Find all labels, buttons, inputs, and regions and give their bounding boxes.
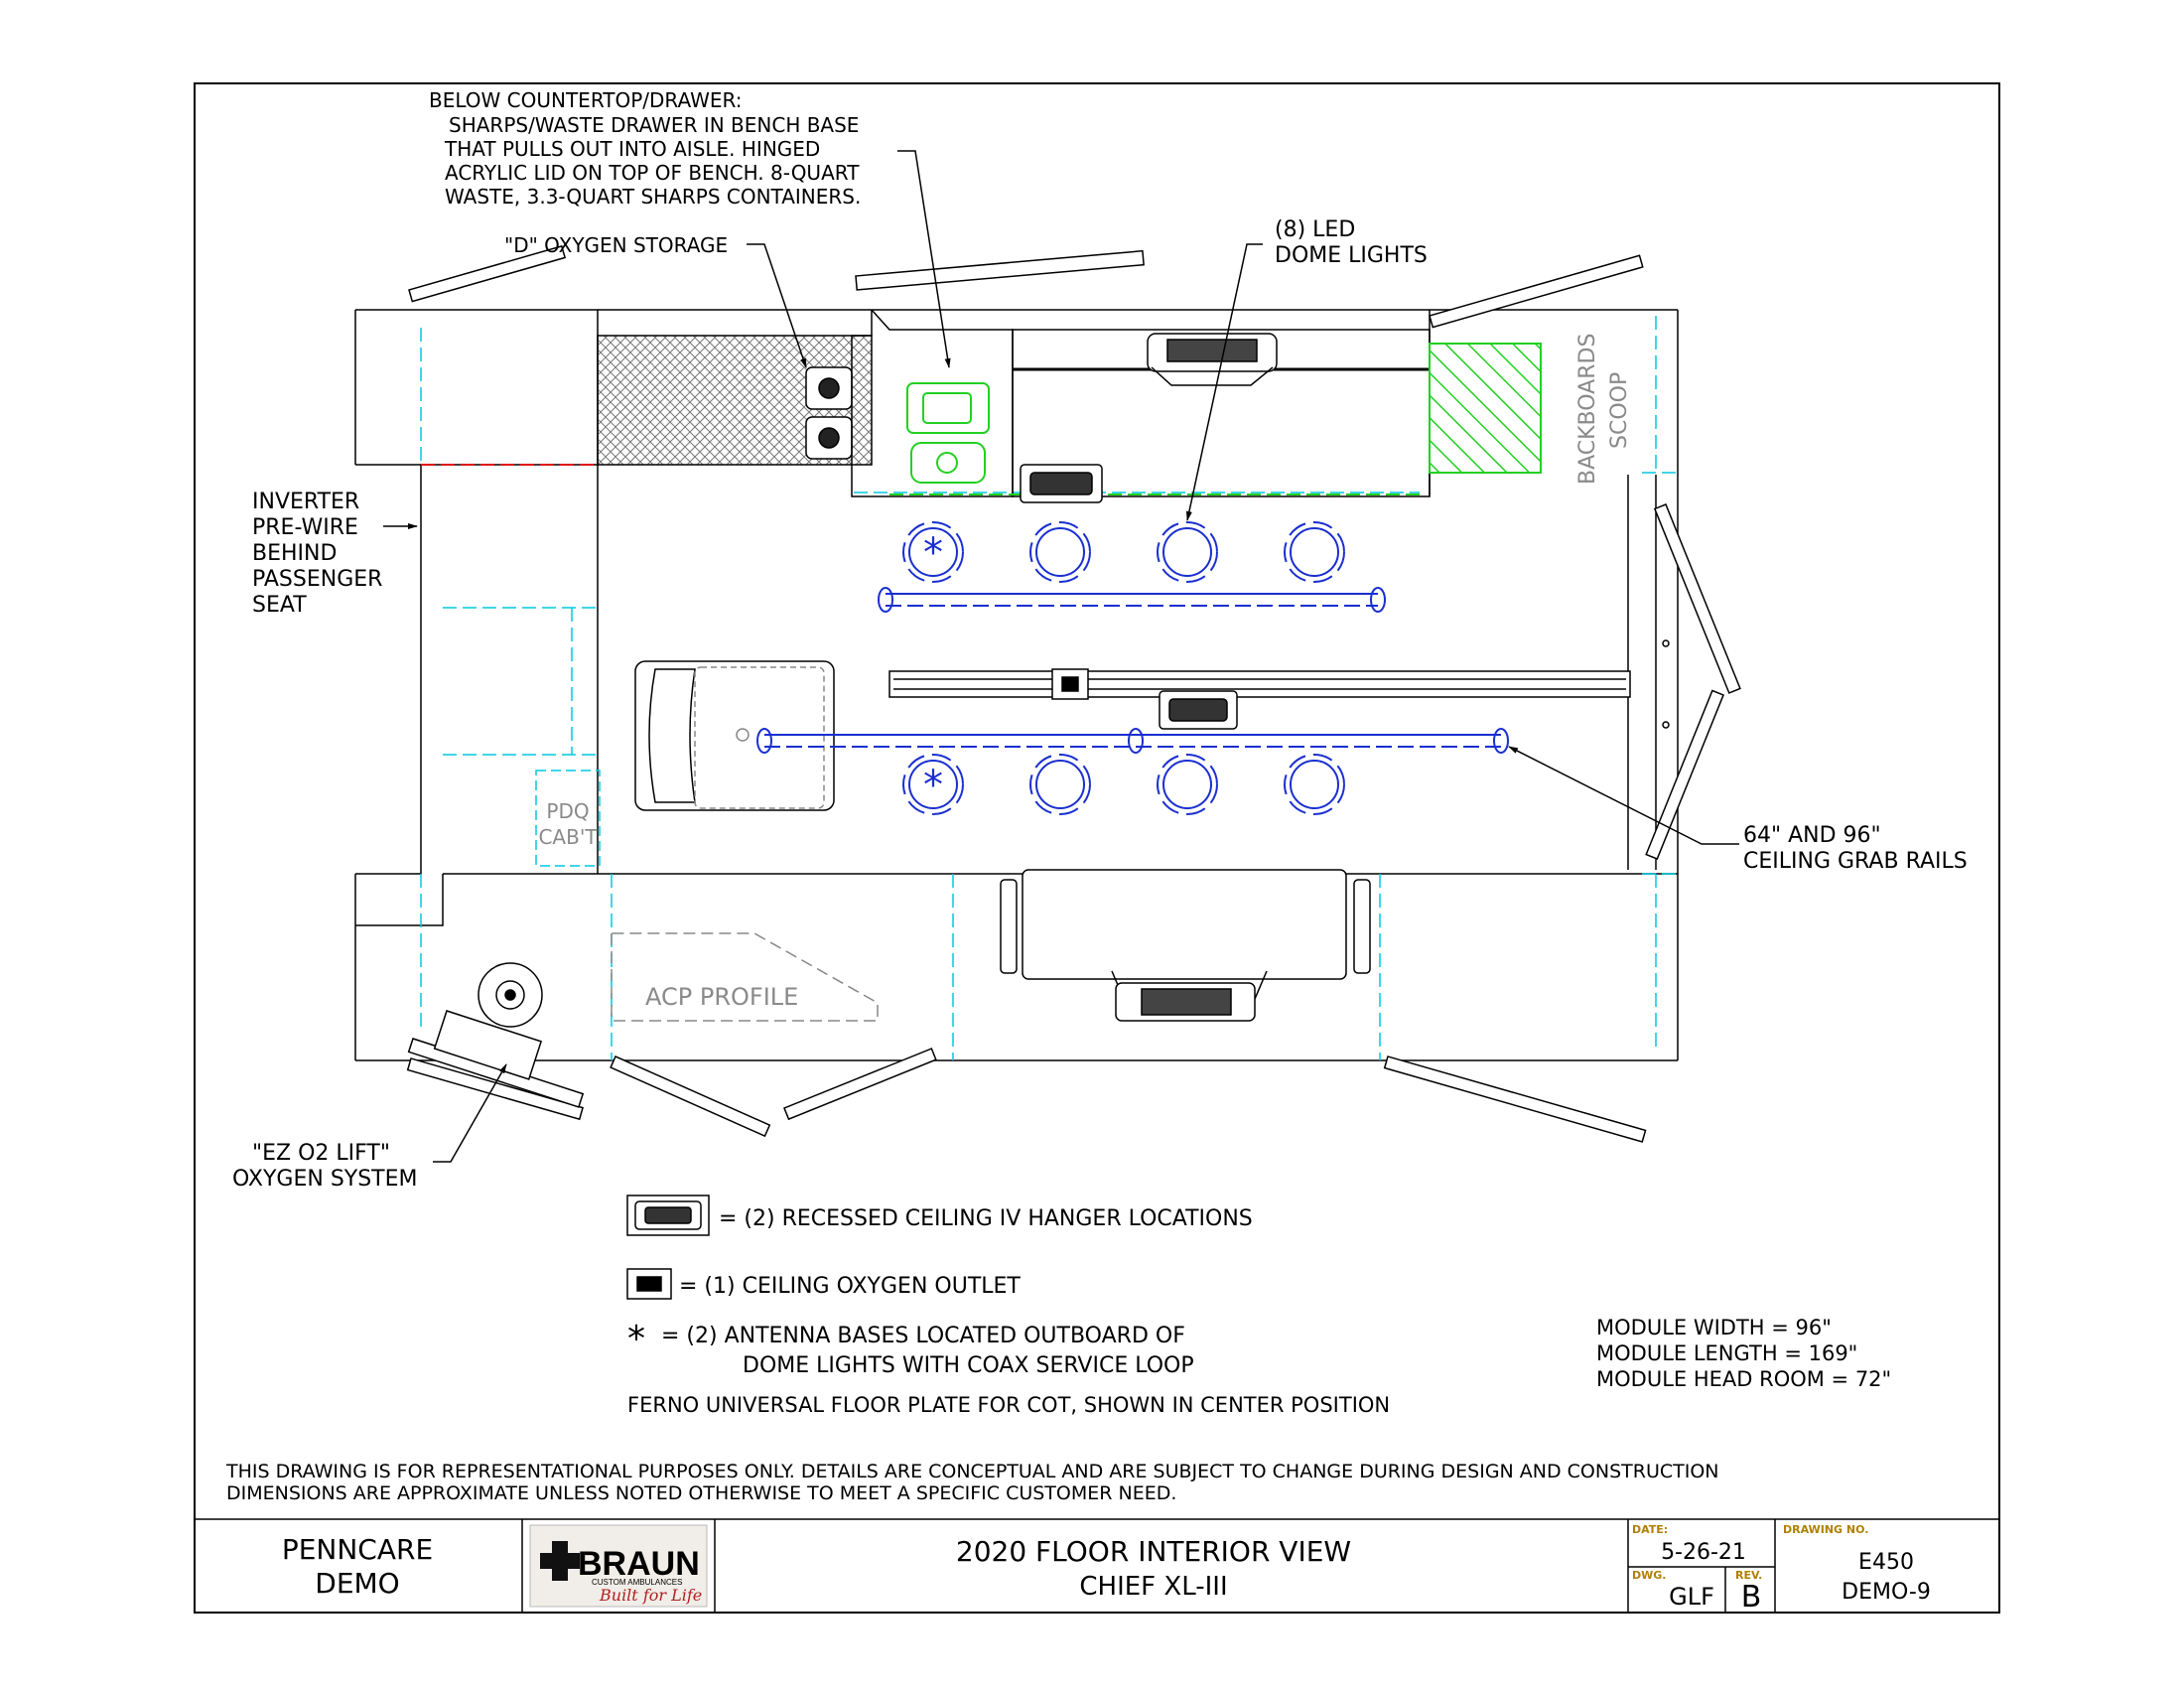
backboards-label: BACKBOARDS [1575, 334, 1600, 485]
rev-label: REV. [1735, 1569, 1762, 1582]
date-value: 5-26-21 [1661, 1540, 1746, 1565]
svg-text:PASSENGER: PASSENGER [252, 567, 382, 592]
dome-lights-label-2: DOME LIGHTS [1275, 243, 1428, 268]
drawing-no-2: DEMO-9 [1842, 1580, 1931, 1605]
svg-text:ACRYLIC LID ON TOP OF BENCH. 8: ACRYLIC LID ON TOP OF BENCH. 8-QUART [445, 161, 860, 185]
svg-text:SEAT: SEAT [252, 593, 307, 618]
pdq-label-2: CAB'T [538, 825, 598, 849]
acp-profile [611, 932, 879, 1022]
legend-antenna-1: = (2) ANTENNA BASES LOCATED OUTBOARD OF [661, 1324, 1185, 1348]
dwg-value: GLF [1669, 1583, 1714, 1611]
grab-rails [756, 587, 1509, 754]
title-block [195, 1518, 1999, 1613]
logo-text: BRAUN [578, 1545, 700, 1583]
svg-text:SHARPS/WASTE DRAWER IN BENCH B: SHARPS/WASTE DRAWER IN BENCH BASE [449, 113, 859, 137]
drawing-title-2: CHIEF XL-III [1079, 1572, 1227, 1602]
svg-text:WASTE, 3.3-QUART SHARPS CONTAI: WASTE, 3.3-QUART SHARPS CONTAINERS. [445, 185, 861, 209]
captain-seat-bottom [1000, 869, 1371, 1022]
pdq-cabinet [535, 770, 601, 867]
drawing-no-label: DRAWING NO. [1783, 1523, 1868, 1536]
drawing-no-1: E450 [1858, 1550, 1914, 1575]
module-outline [354, 309, 1679, 1061]
ez-o2-lift [407, 962, 585, 1108]
dome-lights-label-1: (8) LED [1275, 217, 1355, 242]
legend-ferno: FERNO UNIVERSAL FLOOR PLATE FOR COT, SHO… [627, 1393, 1390, 1417]
grab-rails-label-1: 64" AND 96" [1743, 823, 1881, 848]
legend-iv-hanger: = (2) RECESSED CEILING IV HANGER LOCATIO… [719, 1206, 1253, 1231]
sheet-border [194, 82, 2000, 1614]
cot [634, 660, 835, 811]
module-head-room: MODULE HEAD ROOM = 72" [1596, 1367, 1891, 1391]
drawing-title-1: 2020 FLOOR INTERIOR VIEW [956, 1535, 1351, 1568]
grab-rails-label-2: CEILING GRAB RAILS [1743, 849, 1968, 874]
rev-value: B [1741, 1580, 1762, 1615]
doors [406, 244, 1741, 1143]
dome-lights [902, 521, 1345, 815]
braun-logo: BRAUN CUSTOM AMBULANCES Built for Life [529, 1524, 708, 1608]
disclaimer-line-2: DIMENSIONS ARE APPROXIMATE UNLESS NOTED … [226, 1482, 1176, 1504]
svg-text:THAT PULLS OUT INTO AISLE. HIN: THAT PULLS OUT INTO AISLE. HINGED [444, 137, 820, 161]
svg-text:BELOW COUNTERTOP/DRAWER:: BELOW COUNTERTOP/DRAWER: [429, 88, 743, 112]
module-length: MODULE LENGTH = 169" [1596, 1341, 1857, 1365]
iv-hangers [1020, 464, 1238, 730]
backboard-storage [1429, 343, 1542, 474]
logo-tagline: Built for Life [599, 1586, 702, 1605]
pdq-label-1: PDQ [546, 799, 589, 823]
cyan-outline-lines [420, 316, 1678, 1060]
backboard-labels: BACKBOARDS SCOOP [1575, 334, 1632, 485]
date-label: DATE: [1632, 1523, 1668, 1536]
ez-lift-label-1: "EZ O2 LIFT" [252, 1141, 390, 1166]
legend-iv-hanger-symbol [626, 1195, 710, 1236]
center-ceiling-rail [888, 668, 1631, 700]
sharps-waste-containers [889, 382, 1420, 495]
svg-text:BEHIND: BEHIND [252, 541, 337, 566]
logo-subtext: CUSTOM AMBULANCES [592, 1578, 682, 1587]
svg-text:PRE-WIRE: PRE-WIRE [252, 515, 358, 540]
legend-oxygen-outlet-symbol [626, 1268, 672, 1300]
scoop-label: SCOOP [1607, 372, 1632, 449]
antenna-base-1: * [923, 530, 943, 576]
legend-oxygen-outlet: = (1) CEILING OXYGEN OUTLET [679, 1274, 1021, 1299]
disclaimer-line-1: THIS DRAWING IS FOR REPRESENTATIONAL PUR… [225, 1461, 1719, 1482]
attendant-seat-top [1147, 333, 1278, 386]
leader-lines [383, 150, 1739, 1163]
inverter-note: INVERTER PRE-WIRE BEHIND PASSENGER SEAT [252, 490, 382, 618]
dwg-label: DWG. [1632, 1569, 1666, 1582]
svg-text:INVERTER: INVERTER [252, 490, 359, 514]
acp-profile-label: ACP PROFILE [645, 983, 798, 1011]
legend-antenna-symbol: * [627, 1319, 645, 1359]
below-counter-note: BELOW COUNTERTOP/DRAWER: SHARPS/WASTE DR… [429, 88, 861, 209]
legend-antenna-2: DOME LIGHTS WITH COAX SERVICE LOOP [743, 1353, 1194, 1378]
customer-name-2: DEMO [315, 1567, 399, 1600]
ez-lift-label-2: OXYGEN SYSTEM [232, 1167, 418, 1192]
antenna-base-2: * [923, 763, 943, 808]
d-oxygen-storage-label: "D" OXYGEN STORAGE [504, 233, 728, 257]
customer-name-1: PENNCARE [282, 1533, 433, 1566]
module-width: MODULE WIDTH = 96" [1596, 1316, 1832, 1339]
